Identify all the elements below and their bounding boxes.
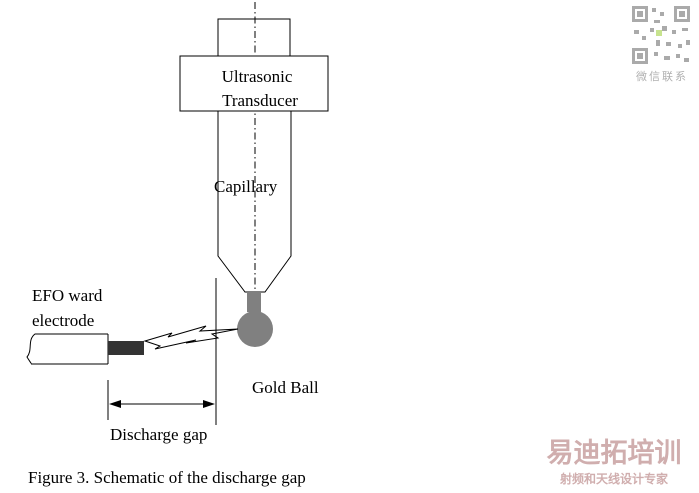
ultrasonic-transducer (179, 55, 329, 112)
efo-electrode-body (26, 333, 108, 365)
efo-label-line1: EFO ward (32, 286, 103, 305)
brand-watermark: 易迪拓培训 (547, 438, 682, 469)
wire-stem (247, 292, 261, 312)
transducer-label-line2: Transducer (222, 91, 298, 110)
gold-ball (237, 311, 273, 347)
brand-tagline: 射频和天线设计专家 (559, 471, 669, 486)
transducer-label-line1: Ultrasonic (222, 67, 293, 86)
gold-ball-label: Gold Ball (252, 378, 319, 397)
arrowhead-right (203, 400, 215, 408)
qr-caption: 微信联系 (636, 69, 688, 83)
efo-label-line2: electrode (32, 311, 94, 330)
efo-electrode-tip (108, 341, 144, 355)
arrowhead-left (109, 400, 121, 408)
spark-discharge (143, 325, 239, 350)
top-shaft (217, 18, 291, 57)
figure-caption: Figure 3. Schematic of the discharge gap (28, 468, 306, 487)
discharge-gap-label: Discharge gap (110, 425, 207, 444)
qr-code-watermark (630, 4, 692, 66)
capillary-label: Capillary (214, 177, 278, 196)
